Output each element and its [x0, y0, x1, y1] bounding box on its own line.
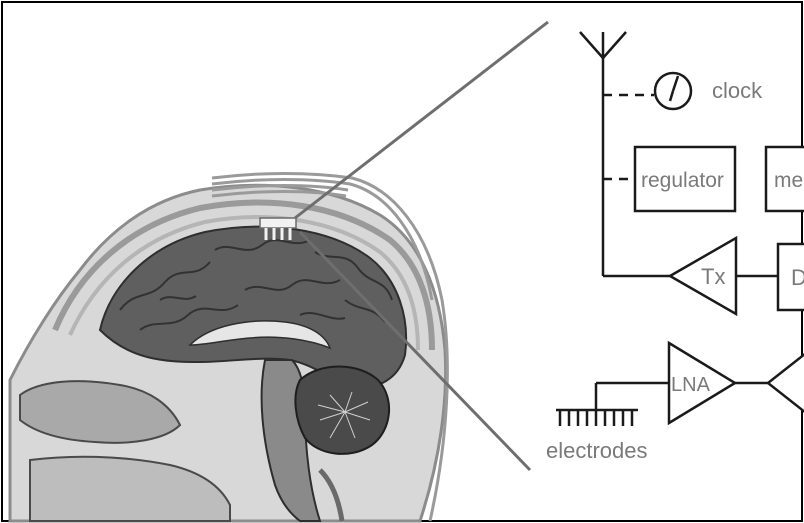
memory-label-partial: me [774, 169, 803, 192]
tx-label: Tx [701, 264, 725, 289]
regulator-label: regulator [641, 169, 724, 192]
lna-label: LNA [671, 374, 711, 396]
cerebellum [295, 367, 389, 454]
d-label-partial: D [791, 265, 804, 290]
electrodes-label: electrodes [546, 438, 648, 463]
clock-label: clock [712, 78, 763, 103]
